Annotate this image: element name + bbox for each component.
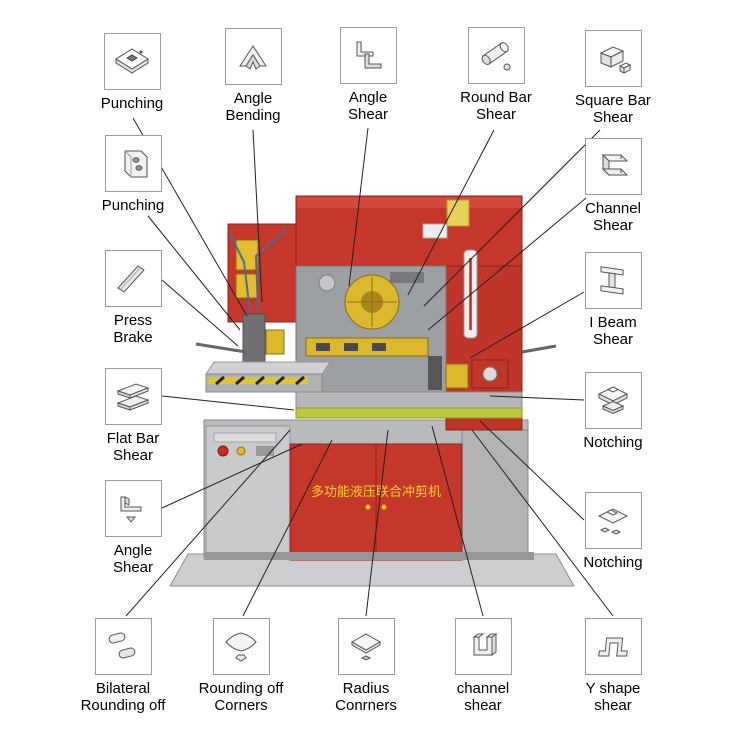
callout-label: Notching [583, 554, 643, 571]
rounding-off-corners-icon-box [212, 618, 270, 675]
callout-label: Channel Shear [585, 200, 641, 235]
i-beam-shear-icon [600, 265, 624, 295]
channel-shear-icon [601, 153, 629, 176]
callout-channel-shear-right: Channel Shear [565, 138, 661, 235]
channel-shear-icon-box [584, 138, 642, 195]
callout-label: I Beam Shear [589, 314, 637, 349]
callout-label: Angle Shear [347, 89, 389, 124]
y-shape-shear-icon-box [584, 618, 642, 675]
angle-shear-icon-box [339, 27, 397, 84]
callout-angle-shear-left: Angle Shear [85, 480, 181, 577]
punching-icon-box [103, 33, 161, 90]
rounding-off-corners-icon [225, 631, 257, 662]
callout-angle-bending: Angle Bending [205, 28, 301, 125]
callout-square-bar-shear: Square Bar Shear [565, 30, 661, 127]
bilateral-rounding-off-icon-box [94, 618, 152, 675]
square-bar-shear-icon-box [584, 30, 642, 87]
callout-channel-shear-bottom: channel shear [435, 618, 531, 715]
round-bar-shear-icon [481, 41, 511, 70]
callout-label: Square Bar Shear [575, 92, 651, 127]
callout-label: Press Brake [113, 312, 153, 347]
angle-bending-icon-box [224, 28, 282, 85]
callout-label: Bilateral Rounding off [80, 680, 166, 715]
callout-angle-shear-top: Angle Shear [320, 27, 416, 124]
flat-bar-shear-icon [116, 382, 150, 411]
punched-plate-icon-box [104, 135, 162, 192]
callout-y-shape-shear: Y shape shear [565, 618, 661, 715]
callout-label: Punching [100, 95, 164, 112]
notched-plate-icon-box [584, 492, 642, 549]
callout-i-beam-shear: I Beam Shear [565, 252, 661, 349]
i-beam-shear-icon-box [584, 252, 642, 309]
callout-bilateral-rounding: Bilateral Rounding off [75, 618, 171, 715]
channel-upright-icon-box [454, 618, 512, 675]
callout-punching-left: Punching [85, 135, 181, 214]
callout-notching-2: Notching [565, 492, 661, 571]
bilateral-rounding-off-icon [108, 631, 136, 659]
channel-upright-icon [472, 632, 498, 656]
callout-press-brake: Press Brake [85, 250, 181, 347]
radius-corners-icon-box [337, 618, 395, 675]
callout-label: Angle Bending [225, 90, 281, 125]
callout-label: Flat Bar Shear [106, 430, 160, 465]
callout-label: Angle Shear [112, 542, 154, 577]
radius-corners-icon [350, 632, 382, 661]
notching-icon [597, 385, 629, 414]
machine-illustration: 多功能液压联合冲剪机 [169, 195, 575, 587]
flat-bar-shear-icon-box [104, 368, 162, 425]
punching-icon [115, 47, 149, 74]
connector-lines [125, 117, 614, 617]
y-shape-shear-icon [598, 637, 628, 656]
callout-flat-bar-shear: Flat Bar Shear [85, 368, 181, 465]
angle-shear-piece-icon [120, 495, 142, 523]
notching-icon-box [584, 372, 642, 429]
square-bar-shear-icon [599, 45, 632, 74]
press-brake-icon-box [104, 250, 162, 307]
press-brake-icon [117, 264, 145, 293]
callout-label: channel shear [456, 680, 510, 715]
callout-label: Y shape shear [585, 680, 641, 715]
callout-punching-top: Punching [84, 33, 180, 112]
callout-label: Rounding off Corners [198, 680, 284, 715]
callout-label: Round Bar Shear [460, 89, 532, 124]
machine-door-text: 多功能液压联合冲剪机 [311, 484, 441, 499]
callout-notching-1: Notching [565, 372, 661, 451]
round-bar-shear-icon-box [467, 27, 525, 84]
angle-shear-piece-icon-box [104, 480, 162, 537]
callout-label: Radius Conrners [335, 680, 397, 715]
angle-shear-icon [356, 41, 382, 68]
callout-rounding-corners: Rounding off Corners [193, 618, 289, 715]
punched-plate-icon [124, 150, 148, 177]
callout-round-bar-shear: Round Bar Shear [448, 27, 544, 124]
angle-bending-icon [239, 44, 267, 70]
callout-radius-corners: Radius Conrners [318, 618, 414, 715]
notched-plate-icon [597, 507, 629, 535]
callout-label: Punching [101, 197, 165, 214]
callout-label: Notching [583, 434, 643, 451]
